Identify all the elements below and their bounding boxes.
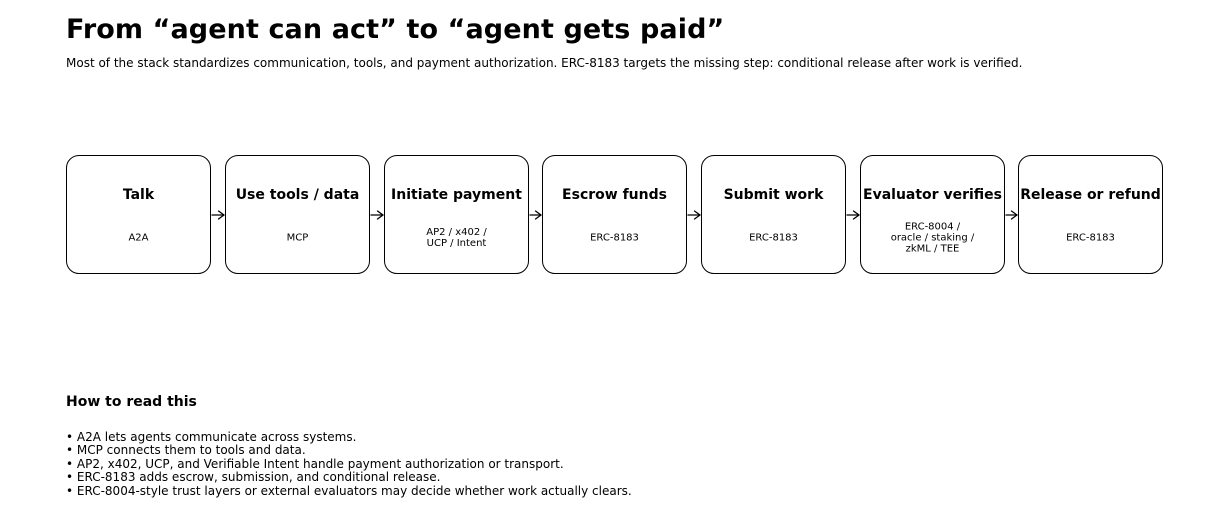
- arrow-right-icon: [846, 210, 860, 220]
- step-title: Evaluator verifies: [863, 187, 1002, 203]
- step-title: Submit work: [723, 187, 824, 203]
- step-submit-work: Submit work ERC-8183: [701, 155, 846, 274]
- arrow-right-icon: [211, 210, 225, 220]
- page-title: From “agent can act” to “agent gets paid…: [66, 14, 725, 45]
- step-title: Initiate payment: [391, 187, 522, 203]
- step-protocol: MCP: [286, 232, 309, 244]
- step-protocol: ERC-8004 / oracle / staking / zkML / TEE: [890, 221, 975, 255]
- list-item: • ERC-8004-style trust layers or externa…: [66, 483, 632, 498]
- notes-heading: How to read this: [66, 394, 197, 410]
- step-protocol: A2A: [128, 232, 149, 244]
- step-release-or-refund: Release or refund ERC-8183: [1018, 155, 1163, 274]
- step-protocol: AP2 / x402 / UCP / Intent: [426, 227, 487, 249]
- arrow-right-icon: [370, 210, 384, 220]
- step-initiate-payment: Initiate payment AP2 / x402 / UCP / Inte…: [384, 155, 529, 274]
- list-item: • ERC-8183 adds escrow, submission, and …: [66, 470, 441, 485]
- step-escrow-funds: Escrow funds ERC-8183: [542, 155, 687, 274]
- notes-list: • A2A lets agents communicate across sys…: [66, 430, 632, 498]
- page-subtitle: Most of the stack standardizes communica…: [66, 56, 1023, 70]
- arrow-right-icon: [687, 210, 701, 220]
- step-protocol: ERC-8183: [590, 232, 639, 244]
- list-item: • MCP connects them to tools and data.: [66, 443, 306, 458]
- step-title: Talk: [122, 187, 155, 203]
- step-talk: Talk A2A: [66, 155, 211, 274]
- step-evaluator-verifies: Evaluator verifies ERC-8004 / oracle / s…: [860, 155, 1005, 274]
- step-use-tools: Use tools / data MCP: [225, 155, 370, 274]
- list-item: • AP2, x402, UCP, and Verifiable Intent …: [66, 456, 564, 471]
- arrow-right-icon: [529, 210, 542, 220]
- step-title: Escrow funds: [562, 187, 667, 203]
- step-title: Use tools / data: [235, 187, 360, 203]
- arrow-right-icon: [1005, 210, 1018, 220]
- step-protocol: ERC-8183: [1066, 232, 1115, 244]
- step-protocol: ERC-8183: [749, 232, 798, 244]
- step-title: Release or refund: [1020, 187, 1161, 203]
- list-item: • A2A lets agents communicate across sys…: [66, 430, 357, 444]
